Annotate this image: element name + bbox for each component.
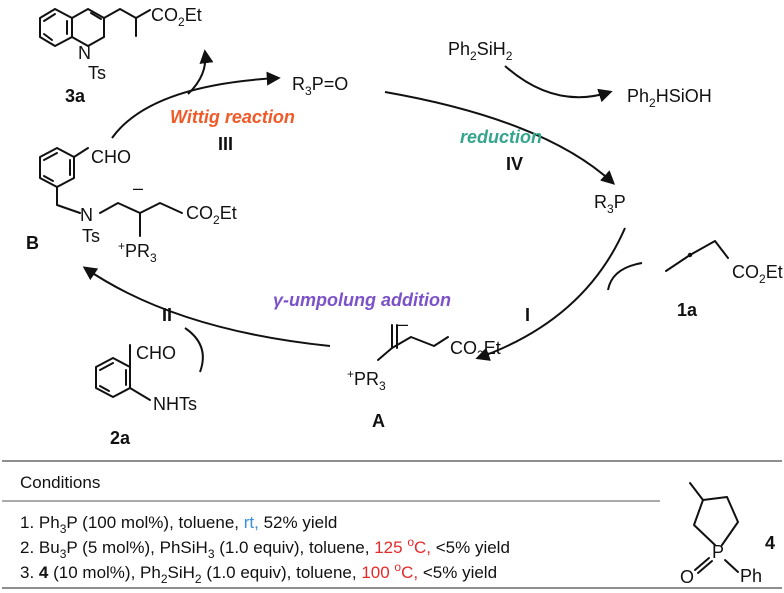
intermediate-a-pr3: +PR3 [347, 367, 386, 393]
catalyst-4-label: 4 [765, 533, 775, 553]
product-3a-structure: N Ts CO2Et 3a [39, 5, 202, 106]
reduction-label: reduction [460, 127, 542, 147]
aldehyde-2a-structure: CHO NHTs 2a [95, 343, 197, 448]
conditions-header: Conditions [20, 473, 100, 492]
intermediate-a-charge: – [398, 314, 408, 334]
wittig-arrow [111, 71, 281, 139]
condition-3-yield: <5% yield [423, 563, 497, 582]
aldehyde-cho: CHO [136, 343, 176, 363]
catalyst-p-atom: P [712, 542, 724, 562]
intermediate-b-pr3: +PR3 [118, 239, 157, 265]
condition-3-temperature: 100 oC, [361, 560, 418, 582]
aldehyde-nhts: NHTs [153, 394, 197, 414]
step-iii-label: III [218, 134, 233, 154]
condition-3-number: 3. [20, 563, 34, 582]
step-i-arrow [475, 227, 626, 361]
intermediate-b-ts: Ts [82, 226, 100, 246]
intermediate-b-cho: CHO [91, 147, 131, 167]
intermediate-b-structure: CHO N Ts – CO2Et +PR3 B [26, 147, 237, 265]
umpolung-addition-label: γ-umpolung addition [273, 290, 451, 310]
allenoate-1a-label: 1a [677, 300, 698, 320]
catalyst-o-atom: O [680, 567, 694, 587]
catalyst-ph-group: Ph [740, 566, 762, 586]
condition-2-number: 2. [20, 538, 34, 557]
phosphine-oxide: R3P=O [292, 74, 348, 98]
catalyst-4-structure: P O Ph 4 [680, 482, 775, 587]
condition-2-yield: <5% yield [436, 538, 510, 557]
step-ii-arrow [82, 266, 331, 347]
phosphine-catalyst: R3P [594, 192, 626, 216]
wittig-reaction-label: Wittig reaction [170, 107, 295, 127]
intermediate-b-n-atom: N [80, 205, 93, 225]
step-iv-label: IV [506, 154, 523, 174]
condition-row-1: 1. Ph3P (100 mol%), toluene, rt, 52% yie… [20, 513, 337, 536]
allenoate-co2et: CO2Et [732, 262, 783, 286]
aldehyde-entry-curve [184, 327, 204, 373]
condition-2-temperature: 125 oC, [374, 535, 431, 557]
product-ts-group: Ts [88, 63, 106, 83]
condition-row-2: 2. Bu3P (5 mol%), PhSiH3 (1.0 equiv), to… [20, 535, 510, 561]
intermediate-a-structure: – CO2Et +PR3 A [347, 314, 501, 431]
product-release-arrow [187, 49, 214, 95]
allenoate-entry-curve [607, 262, 643, 291]
intermediate-a-label: A [372, 411, 385, 431]
condition-1-temperature: rt, [244, 513, 259, 532]
product-3a-label: 3a [65, 86, 86, 106]
step-ii-label: II [162, 305, 172, 325]
condition-1-number: 1. [20, 513, 34, 532]
condition-row-3: 3. 4 (10 mol%), Ph2SiH2 (1.0 equiv), tol… [20, 560, 497, 586]
reduction-arrow [384, 91, 616, 185]
aldehyde-2a-label: 2a [110, 428, 131, 448]
silane-to-silanol-arrow [504, 65, 613, 103]
intermediate-b-label: B [26, 233, 39, 253]
silane-reductant: Ph2SiH2 [448, 39, 513, 63]
product-n-atom: N [78, 43, 91, 63]
product-co2et: CO2Et [151, 5, 202, 29]
silanol-byproduct: Ph2HSiOH [627, 86, 712, 110]
intermediate-b-co2et: CO2Et [186, 203, 237, 227]
step-i-label: I [525, 305, 530, 325]
intermediate-a-co2et: CO2Et [450, 338, 501, 362]
condition-1-yield: 52% yield [264, 513, 338, 532]
intermediate-b-charge: – [133, 178, 143, 198]
allenoate-1a-structure: CO2Et 1a [665, 240, 783, 320]
